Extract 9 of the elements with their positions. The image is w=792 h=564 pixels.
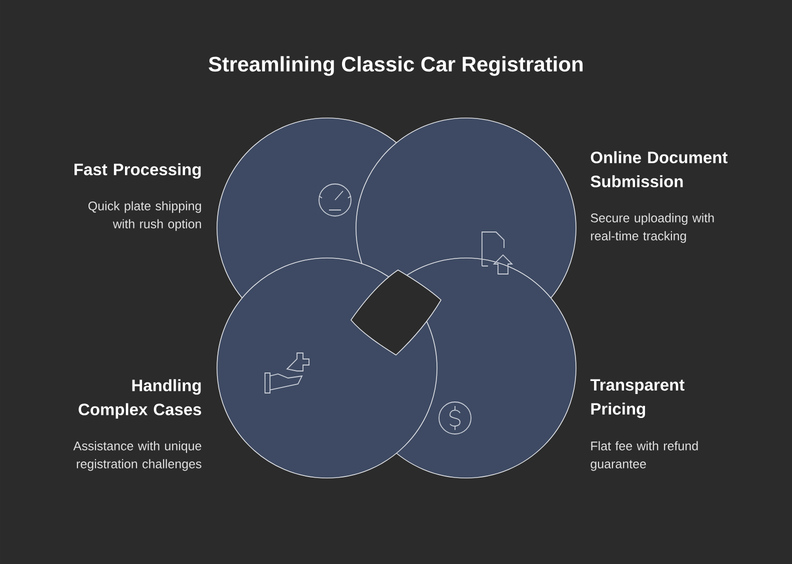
heading: Transparent Pricing — [590, 379, 684, 418]
heading: Handling Complex Cases — [78, 379, 202, 419]
heading: Fast Processing — [74, 163, 201, 179]
title: Streamlining Classic Car Registration — [208, 56, 583, 76]
description: Quick plate shipping with rush option — [88, 201, 201, 231]
description: Flat fee with refund guarantee — [590, 441, 698, 471]
description: Assistance with unique registration challenges — [73, 441, 202, 471]
heading: Online Document Submission — [590, 151, 728, 188]
description: Secure uploading with real-time tracking — [590, 213, 714, 243]
